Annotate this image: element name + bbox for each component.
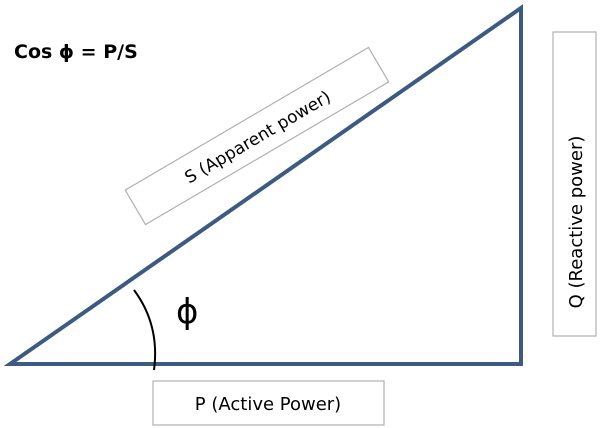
power-triangle — [3, 4, 523, 366]
angle-symbol: ϕ — [176, 292, 198, 332]
vertical-label: Q (Reactive power) — [566, 136, 587, 309]
vertical-label-box: Q (Reactive power) — [552, 31, 597, 337]
formula-text: Cos ϕ = P/S — [14, 41, 138, 63]
hypotenuse-label: S (Apparent power) — [182, 87, 335, 188]
hypotenuse-label-box: S (Apparent power) — [124, 46, 390, 226]
base-label-box: P (Active Power) — [152, 380, 385, 426]
angle-arc — [133, 289, 157, 371]
base-label: P (Active Power) — [195, 394, 341, 415]
